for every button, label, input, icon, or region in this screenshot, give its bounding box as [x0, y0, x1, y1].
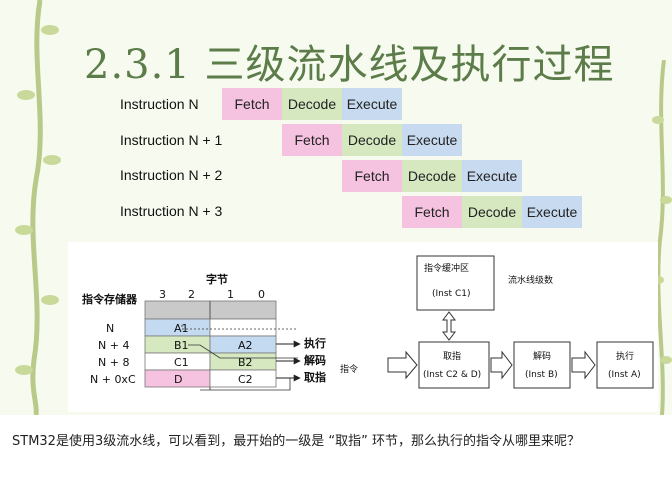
- byte-column: 2: [188, 288, 195, 301]
- memory-address: N + 8: [98, 356, 129, 369]
- stage-decode: Decode: [282, 88, 342, 120]
- decode-box: [513, 341, 571, 389]
- slide-title: 2.3.1 三级流水线及执行过程: [84, 42, 615, 88]
- memory-address: N: [106, 322, 114, 335]
- memory-value: B2: [238, 356, 253, 369]
- memory-value: A1: [174, 322, 189, 335]
- side-label: 指令: [340, 363, 358, 375]
- execute-title: 执行: [616, 350, 634, 362]
- stage-decode: Decode: [462, 196, 522, 228]
- stage-fetch: Fetch: [222, 88, 282, 120]
- instruction-label: Instruction N + 1: [120, 132, 223, 148]
- instruction-label: Instruction N + 3: [120, 203, 223, 219]
- buffer-content: (Inst C1): [432, 289, 470, 299]
- instruction-label: Instruction N + 2: [120, 167, 223, 183]
- stage-execute: Execute: [402, 124, 462, 156]
- fetch-content: (Inst C2 & D): [423, 370, 481, 380]
- execute-box: [596, 341, 654, 389]
- byte-column: 3: [159, 288, 166, 301]
- stage-fetch: Fetch: [342, 160, 402, 192]
- stage-execute: Execute: [522, 196, 582, 228]
- flow-arrow: [387, 350, 418, 380]
- arrow-label-decode: 解码: [304, 353, 326, 367]
- arrow-label-execute: 执行: [304, 336, 326, 350]
- buffer-double-arrow: [442, 311, 456, 341]
- flow-arrow: [571, 350, 596, 380]
- memory-value: D: [174, 373, 182, 386]
- stage-fetch: Fetch: [282, 124, 342, 156]
- memory-flow-diagram: 字节 指令存储器 3 2 1 0 A1 B1 A2 C1 B2 D C2 N N…: [68, 242, 658, 412]
- fetch-title: 取指: [443, 350, 461, 362]
- memory-cell: [209, 318, 277, 337]
- stage-decode: Decode: [342, 124, 402, 156]
- memory-address: N + 4: [98, 339, 129, 352]
- byte-header: 字节: [206, 272, 228, 286]
- fetch-box: [418, 341, 490, 389]
- execute-content: (Inst A): [608, 370, 641, 380]
- stages-label: 流水线级数: [508, 274, 553, 286]
- buffer-title: 指令缓冲区: [424, 262, 469, 274]
- caption-text: STM32是使用3级流水线，可以看到，最开始的一级是 “取指” 环节，那么执行的…: [12, 434, 580, 449]
- memory-value: C2: [238, 373, 253, 386]
- decode-title: 解码: [533, 350, 551, 362]
- slide-image: 2.3.1 三级流水线及执行过程 Instruction N Instructi…: [0, 0, 672, 415]
- vine-decoration-left: [15, 0, 61, 415]
- arrow-label-fetch: 取指: [304, 370, 326, 384]
- stage-execute: Execute: [342, 88, 402, 120]
- byte-column: 0: [258, 288, 265, 301]
- memory-label: 指令存储器: [82, 292, 138, 306]
- stage-execute: Execute: [462, 160, 522, 192]
- byte-column: 1: [227, 288, 234, 301]
- memory-value: A2: [238, 339, 253, 352]
- decode-content: (Inst B): [525, 370, 558, 380]
- buffer-box: [416, 255, 495, 311]
- memory-address: N + 0xC: [90, 373, 136, 386]
- stage-fetch: Fetch: [402, 196, 462, 228]
- flow-arrow: [490, 350, 513, 380]
- stage-decode: Decode: [402, 160, 462, 192]
- memory-value: C1: [174, 356, 189, 369]
- memory-value: B1: [174, 339, 189, 352]
- instruction-label: Instruction N: [120, 96, 199, 112]
